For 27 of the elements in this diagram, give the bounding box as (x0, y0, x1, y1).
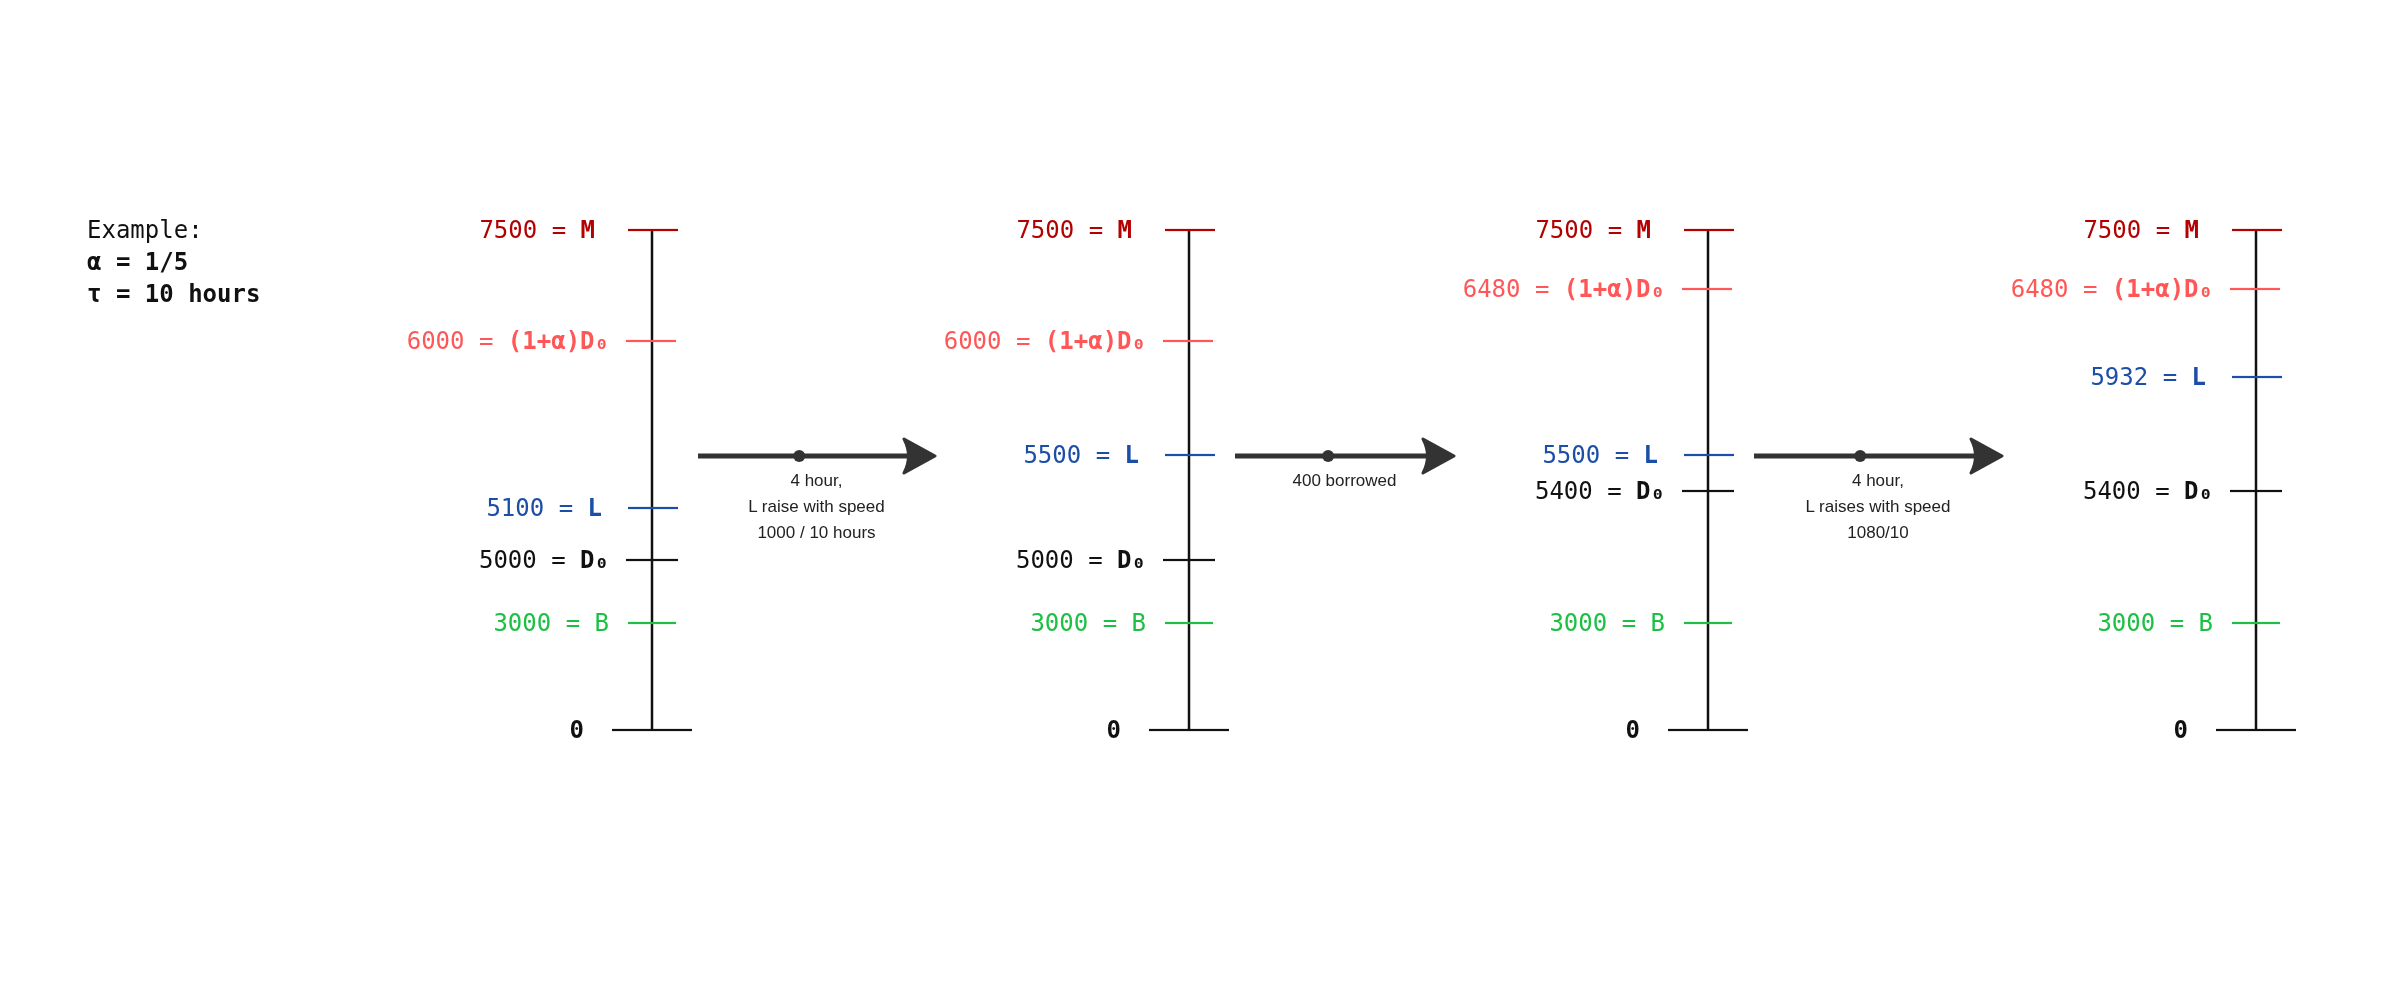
tick-label: 7500 = M (479, 215, 595, 245)
parameter-text: α = 1/5 (87, 247, 189, 277)
tick-label: 7500 = M (1016, 215, 1132, 245)
tick-label: 7500 = M (2083, 215, 2199, 245)
tick-label: 6000 = (1+α)D₀ (406, 326, 609, 356)
tick-label: 3000 = B (1549, 608, 1665, 638)
tick-label: 5000 = D₀ (1015, 545, 1146, 575)
tick-label: 0 (1625, 715, 1640, 745)
tick-label: 5000 = D₀ (478, 545, 609, 575)
tick-label: 5100 = L (486, 493, 602, 523)
tick-label: 3000 = B (2097, 608, 2213, 638)
tick-label: 7500 = M (1535, 215, 1651, 245)
tick-label: 5400 = D₀ (1534, 476, 1665, 506)
tick-label: 0 (569, 715, 584, 745)
tick-label: 6480 = (1+α)D₀ (2010, 274, 2213, 304)
parameter-text: τ = 10 hours (87, 279, 261, 309)
tick-label: 6480 = (1+α)D₀ (1462, 274, 1665, 304)
tick-label: 5400 = D₀ (2082, 476, 2213, 506)
tick-label: 3000 = B (1030, 608, 1146, 638)
tick-label: 0 (1106, 715, 1121, 745)
tick-label: 0 (2173, 715, 2188, 745)
tick-label: 5500 = L (1023, 440, 1139, 470)
tick-label: 6000 = (1+α)D₀ (943, 326, 1146, 356)
tick-label: 5932 = L (2090, 362, 2206, 392)
example-heading: Example: (87, 215, 203, 245)
tick-label: 5500 = L (1542, 440, 1658, 470)
tick-label: 3000 = B (493, 608, 609, 638)
